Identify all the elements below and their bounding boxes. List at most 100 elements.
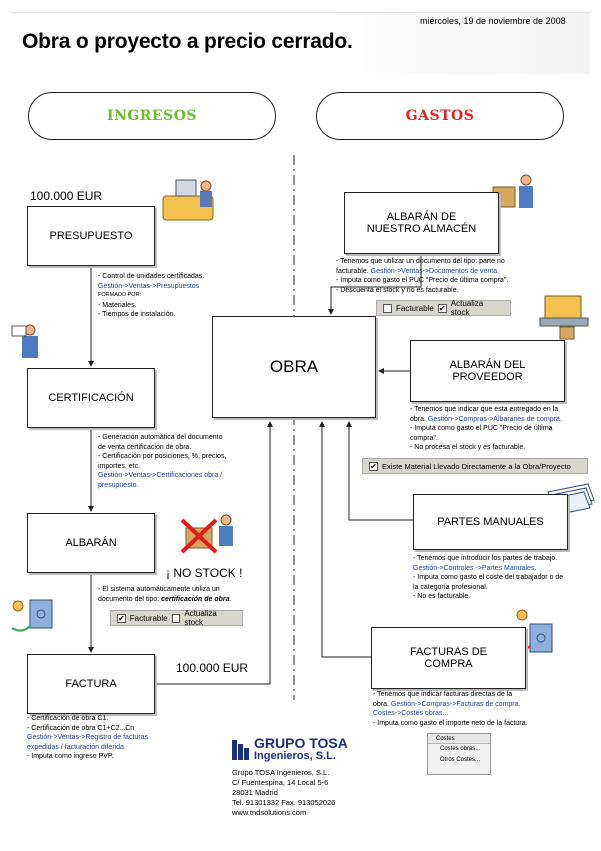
- note-line: compra".: [410, 434, 438, 442]
- note-line: - Control de unidades certificadas.: [98, 273, 205, 280]
- menu-item-costes-obras[interactable]: Costes obras...: [440, 746, 481, 752]
- note-link-costes: Costes->Costes obras...: [373, 710, 449, 717]
- facturable-checkbox[interactable]: [383, 303, 392, 313]
- note-line: de venta certificación de obra.: [98, 443, 192, 451]
- facturable-label: Facturable: [395, 303, 434, 313]
- engineer-illustration: [11, 324, 38, 358]
- factura-label: FACTURA: [65, 678, 117, 690]
- note-line: - Tenemos que introducir los partes de t…: [413, 555, 558, 562]
- note-line: FORMADO POR:: [98, 292, 142, 298]
- note-line: obra.: [410, 415, 426, 423]
- partes-manuales-label: PARTES MANUALES: [437, 516, 544, 528]
- gastos-header: GASTOS: [316, 92, 564, 140]
- partes-notes: - Tenemos que introducir los partes de t…: [413, 554, 593, 602]
- costes-menu-bar[interactable]: Costes: [428, 734, 490, 744]
- company-phone: Tel. 91301332 Fax. 913052026: [232, 798, 336, 807]
- arrow-almacen-obra: [328, 254, 422, 315]
- factura-box: FACTURA: [27, 654, 155, 714]
- note-line: - Tenemos que indicar que esta entregado…: [410, 406, 559, 413]
- obra-label: OBRA: [269, 357, 319, 376]
- company-info: GRUPO TOSA Ingenieros, S.L. Grupo TOSA I…: [232, 736, 360, 818]
- note-line: la categoría profesional.: [413, 583, 488, 591]
- actualiza-stock-label: Actualiza stock: [450, 299, 484, 317]
- proveedor-notes: - Tenemos que indicar que esta entregado…: [410, 405, 590, 453]
- date-label: miércoles, 19 de noviembre de 2008: [420, 16, 566, 26]
- facturable-checkbox[interactable]: ✔: [117, 613, 126, 623]
- facturas-notes: - Tenemos que indicar facturas directas …: [373, 690, 558, 728]
- facturas-compra-label-2: COMPRA: [424, 658, 473, 670]
- note-line: - Imputa como gasto el coste del trabaja…: [413, 574, 564, 581]
- albaran-notes: - El sistema automáticamente utiliza un …: [98, 585, 263, 604]
- arrow-facturas-obra: [319, 421, 371, 658]
- no-stock-label: ¡ NO STOCK !: [166, 566, 243, 580]
- existe-material-checkbox[interactable]: ✔: [369, 461, 378, 471]
- costes-menu-snippet: Costes Costes obras... Otros Costes...: [427, 733, 491, 775]
- note-line: - No es facturable.: [413, 593, 471, 600]
- amount-bottom: 100.000 EUR: [176, 661, 249, 675]
- amount-top: 100.000 EUR: [30, 189, 103, 203]
- note-line: - Certificación de obra C1.: [27, 715, 109, 722]
- certificacion-label: CERTIFICACIÓN: [48, 392, 134, 404]
- truck-illustration: [539, 295, 589, 340]
- note-line: importes, etc.: [98, 462, 141, 470]
- almacen-checkbox-strip: Facturable ✔ Actualiza stock: [376, 299, 511, 317]
- note-line: - Tenemos que indicar facturas directas …: [373, 691, 513, 698]
- almacen-notes: - Tenemos que utilizar un documento del …: [336, 257, 551, 295]
- albaran-almacen-label-1: ALBARÁN DE: [386, 211, 457, 223]
- actualiza-stock-label: Actualiza stock: [184, 609, 217, 627]
- company-web[interactable]: www.tndsolutions.com: [232, 808, 307, 817]
- logo-subtitle: Ingenieros, S.L.: [254, 750, 336, 762]
- note-line: - Imputa como gasto el PUC "Precio de úl…: [410, 425, 553, 432]
- albaran-label: ALBARÁN: [65, 537, 117, 549]
- tosa-logo-icon: [232, 738, 250, 760]
- note-link-certificaciones: presupuesto.: [98, 481, 139, 489]
- albaran-checkbox-strip: ✔ Facturable Actualiza stock: [110, 609, 243, 627]
- actualiza-stock-checkbox[interactable]: [171, 613, 181, 623]
- logo-name: GRUPO TOSA: [254, 735, 348, 751]
- note-line: - Imputa como gasto el importe neto de l…: [373, 719, 528, 727]
- arrow-partes-obra: [346, 421, 413, 521]
- note-line: - Descuenta el stock y no es facturable.: [336, 286, 459, 294]
- note-line: documento del tipo:: [98, 595, 160, 603]
- arrow-factura-obra: [155, 421, 273, 685]
- note-link-partes: Gestión->Controles ->Partes Manuales.: [413, 564, 537, 572]
- header-band: [12, 12, 590, 74]
- computer-worker-illustration: [162, 179, 214, 221]
- no-stock-illustration: [180, 514, 233, 554]
- note-line: - Imputa como ingreso PVP.: [27, 753, 114, 760]
- note-link-registro: expedidas / facturación diferida: [27, 743, 124, 751]
- company-city: 28031 Madrid: [232, 788, 278, 797]
- albaran-proveedor-label-1: ALBARÁN DEL: [449, 359, 526, 371]
- note-link-registro: Gestión->Ventas->Registro de facturas: [27, 734, 149, 741]
- note-line: - El sistema automáticamente utiliza un: [98, 586, 220, 593]
- ingresos-header: INGRESOS: [28, 92, 276, 140]
- note-link-certificaciones: Gestión->Ventas->Certificaciones obra /: [98, 472, 223, 479]
- note-line: - Certificación por posiciones, %, preci…: [98, 453, 227, 460]
- existe-material-label: Existe Material Llevado Directamente a l…: [382, 461, 571, 471]
- page-title: Obra o proyecto a precio cerrado.: [22, 30, 353, 53]
- albaran-almacen-label-2: NUESTRO ALMACÉN: [366, 223, 477, 235]
- facturas-compra-label-1: FACTURAS DE: [409, 646, 487, 658]
- albaran-box: ALBARÁN: [27, 513, 155, 573]
- note-line: facturable.: [336, 267, 369, 275]
- company-logo: GRUPO TOSA Ingenieros, S.L.: [232, 736, 360, 762]
- note-emphasis: certificación de obra: [161, 595, 230, 603]
- menu-item-otros-costes[interactable]: Otros Costes...: [440, 757, 481, 763]
- obra-box: OBRA: [212, 316, 376, 418]
- gastos-label: GASTOS: [405, 108, 475, 124]
- note-line: - Generación automática del documento: [98, 434, 223, 441]
- presupuesto-notes: - Control de unidades certificadas. Gest…: [98, 272, 248, 320]
- note-link-presupuestos: Gestión->Ventas->Presupuestos: [98, 282, 200, 290]
- note-line: - Certificación de obra C1+C2...Cn: [27, 724, 135, 732]
- actualiza-stock-checkbox[interactable]: ✔: [437, 303, 447, 313]
- note-line: - Imputa como gasto el PUC "Precio de úl…: [336, 277, 509, 284]
- note-link-documentos: Gestión->Ventas->Documentos de venta.: [370, 267, 500, 275]
- certificacion-notes: - Generación automática del documento de…: [98, 433, 258, 490]
- note-line: - Tenemos que utilizar un documento del …: [336, 258, 505, 265]
- safe-illustration-right: [511, 609, 553, 653]
- company-address: C/ Fuentespina, 14 Local 5-6: [232, 778, 329, 787]
- worker-boxes-illustration: [492, 174, 533, 208]
- presupuesto-box: PRESUPUESTO: [27, 206, 155, 266]
